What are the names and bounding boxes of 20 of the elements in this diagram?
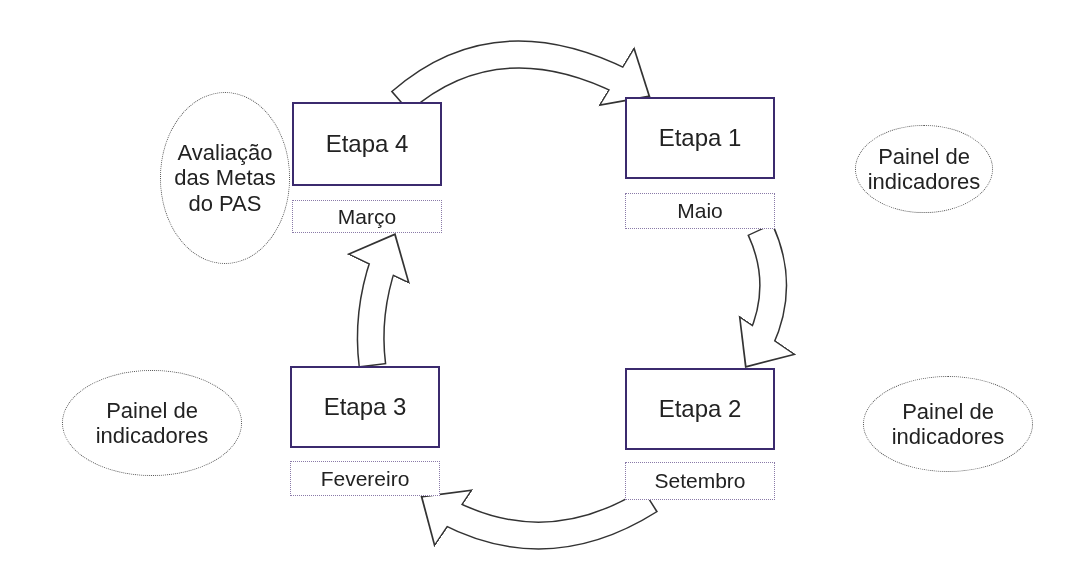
- month-box: [625, 462, 775, 500]
- stage-box: [292, 102, 442, 186]
- month-box: [625, 193, 775, 229]
- stage-box: [625, 97, 775, 179]
- month-box: [292, 200, 442, 233]
- node-label: Maio: [677, 198, 723, 225]
- stage-box: [290, 366, 440, 448]
- node-label: Painel de indicadores: [890, 398, 1006, 450]
- node-label: Avaliação das Metas do PAS: [173, 140, 277, 216]
- node-label: Etapa 2: [658, 394, 742, 424]
- node-label: Fevereiro: [320, 465, 410, 492]
- month-box: [290, 461, 440, 496]
- node-label: Etapa 3: [323, 392, 407, 422]
- node-label: Etapa 1: [658, 123, 742, 153]
- node-label: Etapa 4: [325, 129, 409, 159]
- node-label: Março: [337, 203, 397, 230]
- node-label: Painel de indicadores: [94, 397, 210, 449]
- stage-box: [625, 368, 775, 450]
- node-label: Setembro: [654, 468, 746, 495]
- node-label: Painel de indicadores: [866, 143, 982, 195]
